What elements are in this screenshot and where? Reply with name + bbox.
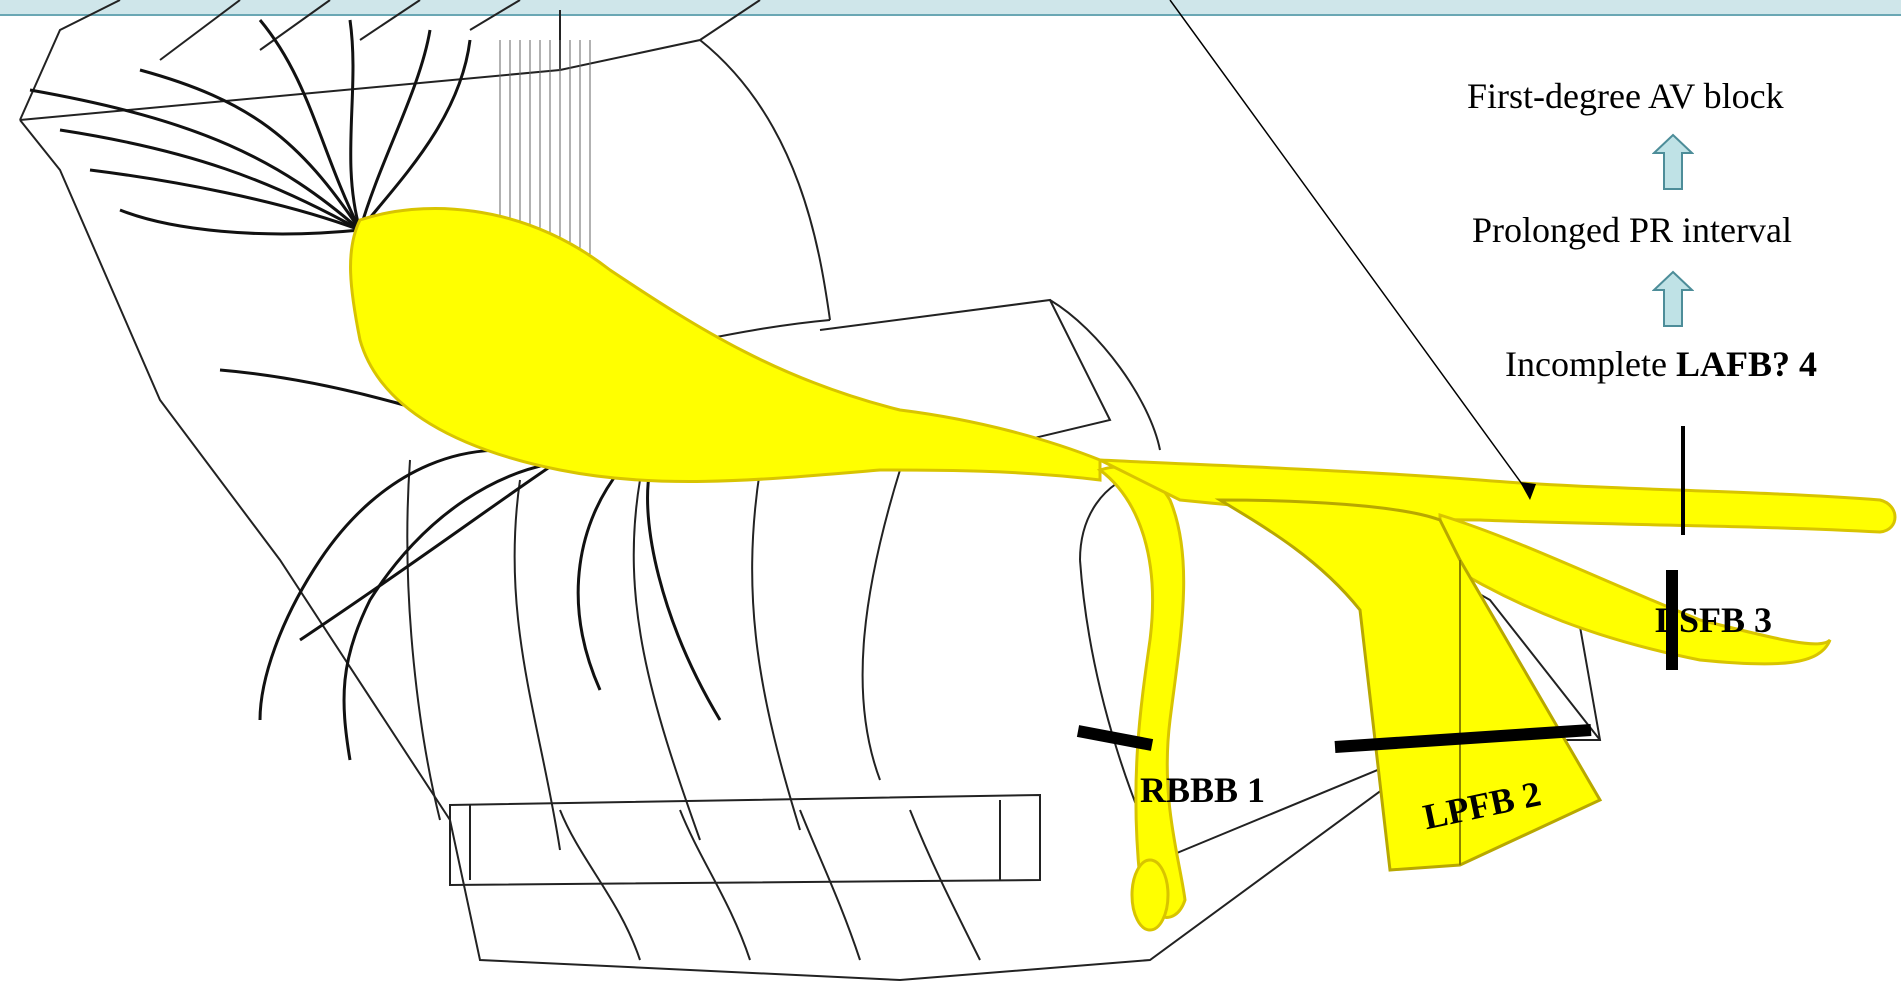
up-arrow-icon bbox=[1652, 133, 1694, 191]
flow-label-pr-interval: Prolonged PR interval bbox=[1472, 212, 1792, 248]
flow-label-lafb-prefix: Incomplete bbox=[1505, 344, 1676, 384]
left-anterior-fascicle bbox=[1100, 460, 1895, 532]
av-node-his-bundle bbox=[351, 208, 1100, 481]
flow-label-lafb: Incomplete LAFB? 4 bbox=[1505, 346, 1817, 382]
label-rbbb: RBBB 1 bbox=[1140, 772, 1265, 808]
label-lsfb: LSFB 3 bbox=[1655, 602, 1772, 638]
flow-label-lafb-bold: LAFB? 4 bbox=[1676, 344, 1817, 384]
up-arrow-icon bbox=[1652, 270, 1694, 328]
flow-label-av-block: First-degree AV block bbox=[1467, 78, 1784, 114]
right-bundle-branch bbox=[1100, 467, 1185, 918]
